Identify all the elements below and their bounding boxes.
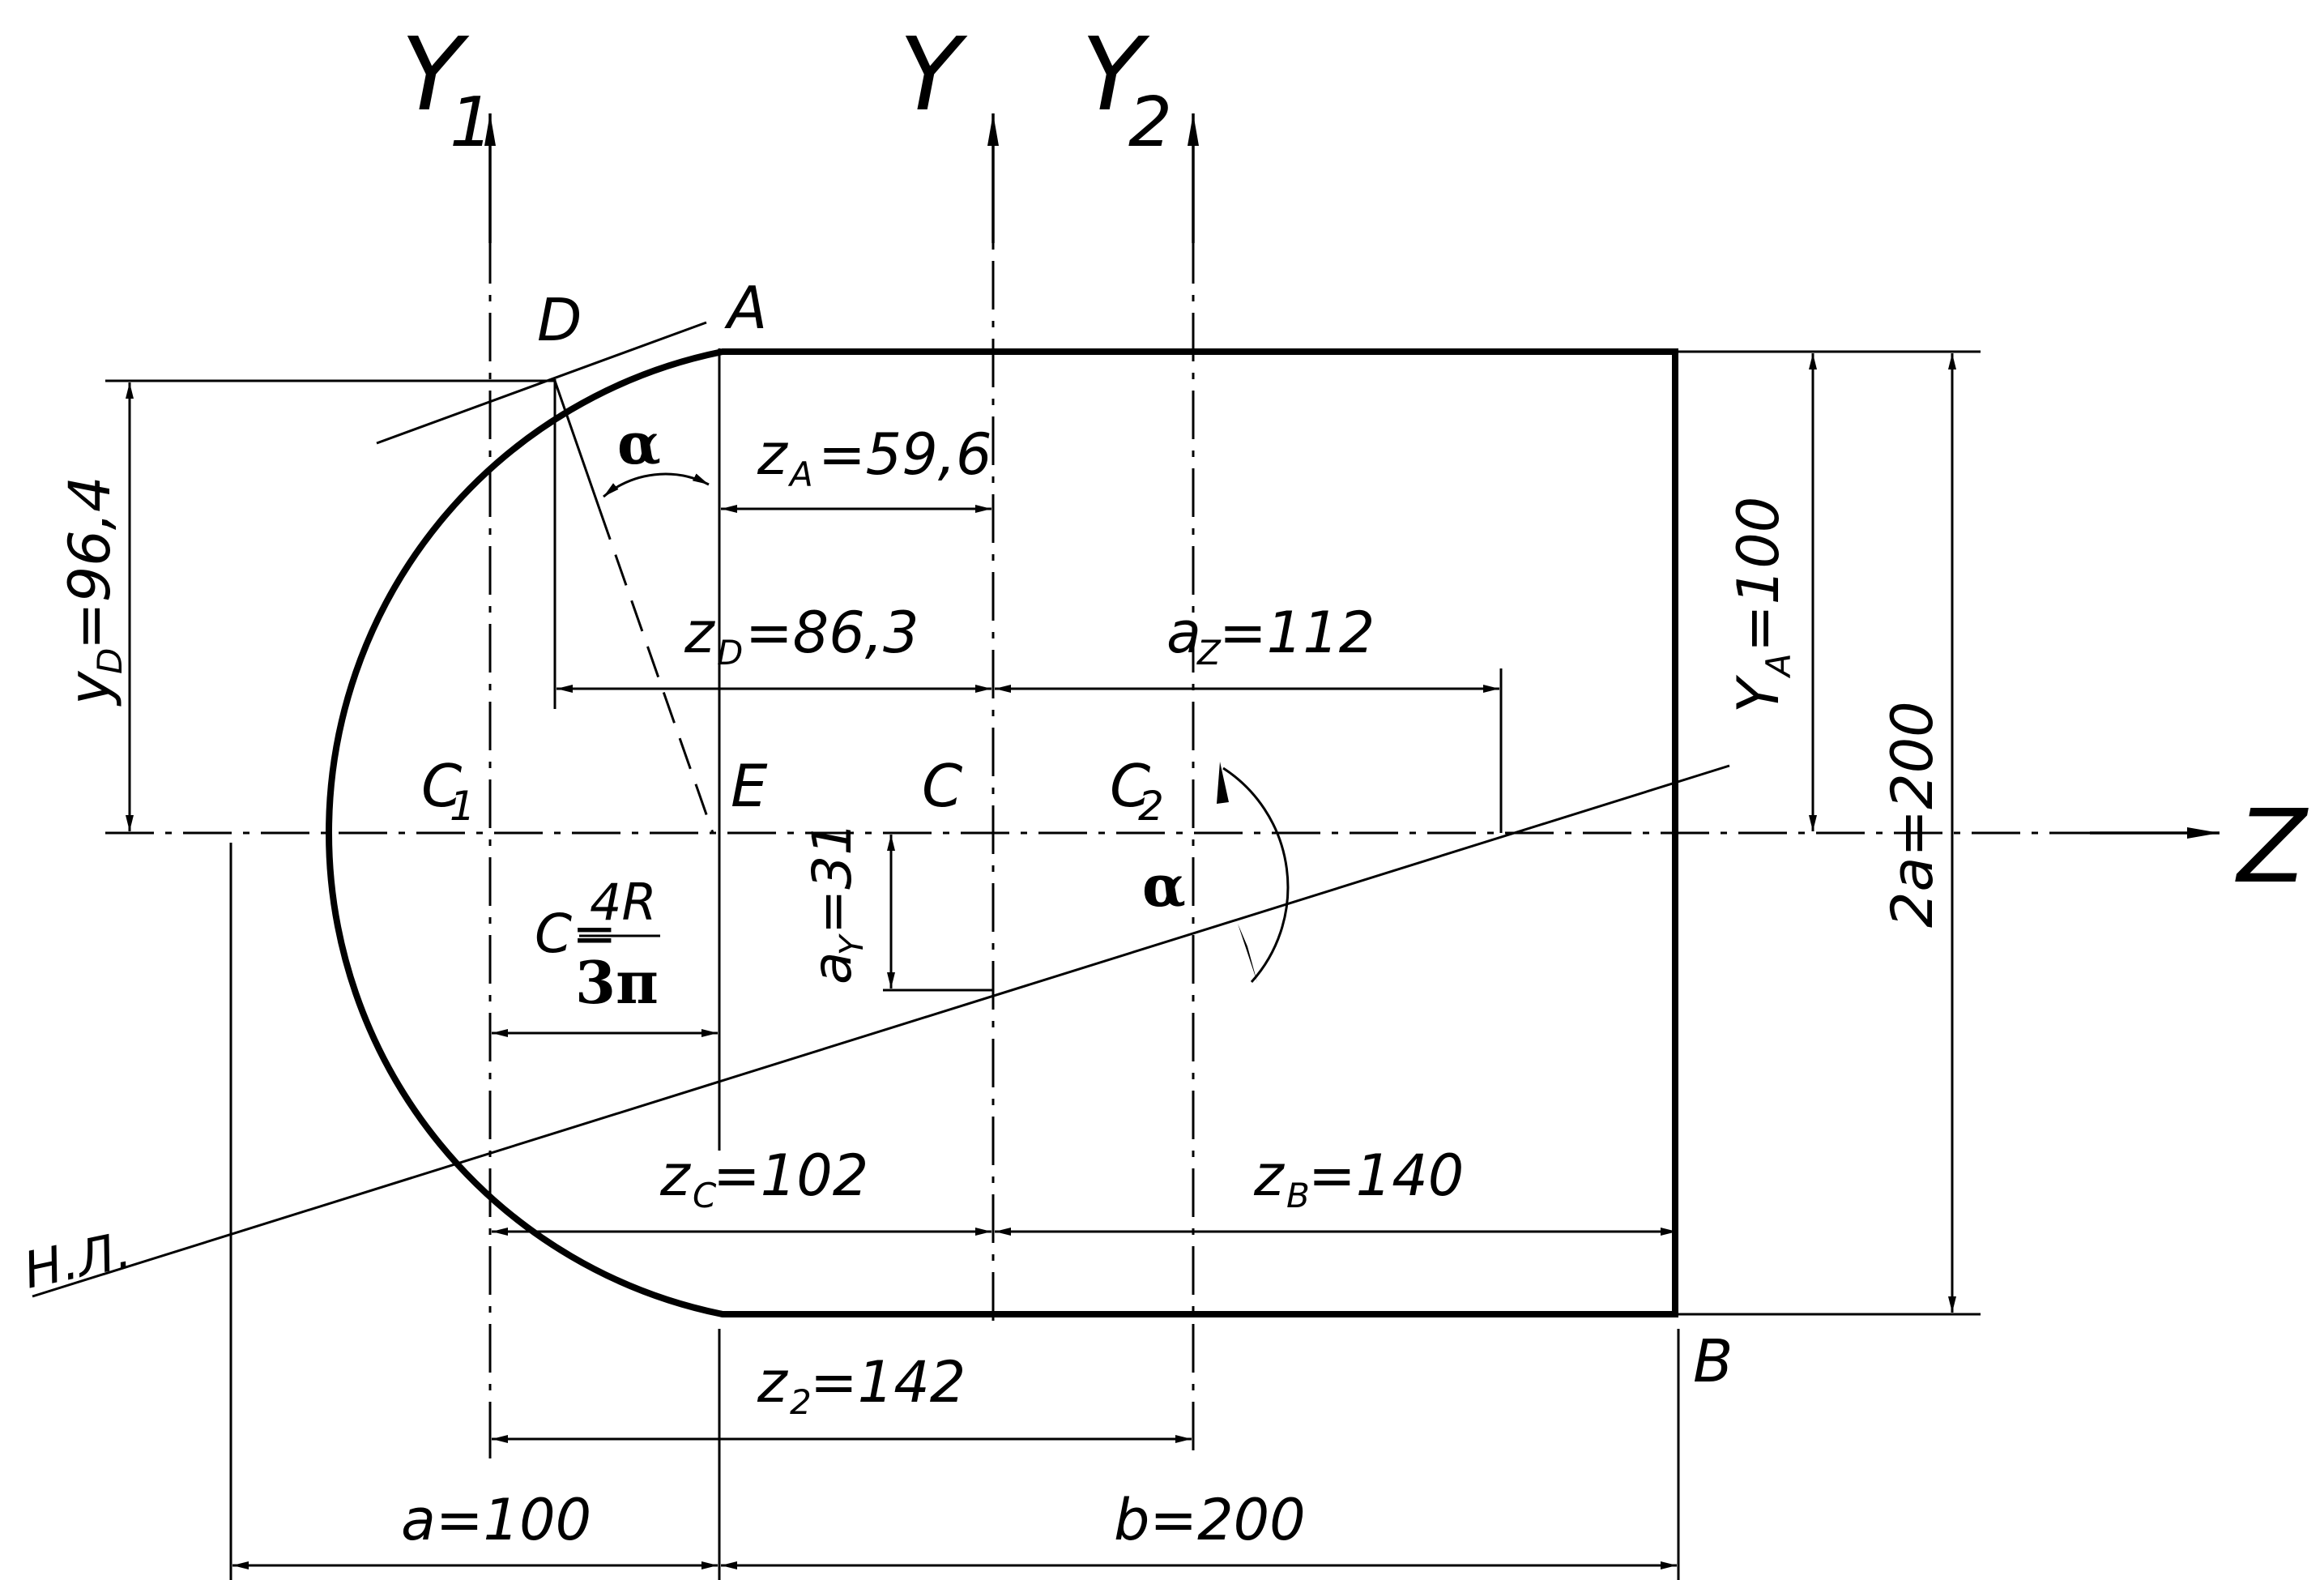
point-b-label: B — [1693, 1327, 1733, 1395]
svg-text:=102: =102 — [713, 1142, 868, 1209]
svg-text:3π: 3π — [575, 948, 659, 1017]
dim-lines — [126, 353, 1956, 1569]
dim-c-formula: C= 4R 3π — [535, 873, 659, 1017]
svg-text:D: D — [90, 648, 130, 674]
svg-text:=86,3: =86,3 — [745, 600, 919, 666]
alpha-lower: α — [1142, 852, 1186, 920]
svg-text:D: D — [717, 633, 743, 673]
svg-text:=31: =31 — [801, 822, 864, 934]
svg-text:a: a — [1166, 600, 1201, 666]
dim-ya-label: Y A =100 — [1725, 497, 1798, 713]
point-c2-sub: 2 — [1138, 783, 1164, 830]
axis-y1-label: Y — [401, 16, 470, 134]
svg-text:Y: Y — [1725, 674, 1792, 713]
section-outline — [326, 348, 1678, 1317]
alpha-arc — [1217, 762, 1290, 984]
dim-zc-label: z C =102 — [659, 1142, 868, 1215]
svg-text:4R: 4R — [590, 873, 657, 932]
svg-text:z: z — [684, 600, 716, 666]
dim-za-label: z A =59,6 — [757, 421, 992, 494]
point-c-label: C — [922, 752, 963, 820]
svg-text:C=: C= — [535, 903, 616, 965]
point-c1-sub: 1 — [450, 783, 475, 830]
axis-y2-label: Y — [1081, 16, 1150, 134]
alpha-upper: α — [617, 410, 661, 477]
svg-text:B: B — [1286, 1176, 1310, 1215]
svg-text:z: z — [659, 1142, 692, 1209]
svg-text:y: y — [57, 670, 123, 707]
point-c2-label: C — [1110, 752, 1151, 820]
svg-text:Y: Y — [834, 933, 871, 955]
dim-ay-label: a Y =31 — [801, 822, 871, 984]
svg-text:z: z — [1253, 1142, 1286, 1209]
neutral-line — [32, 764, 1730, 1298]
dim-zd-label: z D =86,3 — [684, 600, 919, 673]
axis-y1-sub: 1 — [450, 83, 493, 163]
svg-text:=140: =140 — [1308, 1142, 1464, 1209]
svg-text:Z: Z — [1196, 633, 1222, 673]
tangent-line — [376, 321, 707, 445]
axis-y-label: Y — [899, 16, 968, 134]
svg-text:=59,6: =59,6 — [818, 421, 992, 488]
dim-zb-label: z B =140 — [1253, 1142, 1464, 1215]
construction-lines — [105, 348, 1981, 1580]
axis-y2-sub: 2 — [1128, 83, 1172, 163]
svg-text:z: z — [757, 421, 789, 488]
svg-text:A: A — [1759, 653, 1798, 679]
svg-text:=142: =142 — [810, 1349, 966, 1416]
point-a-label: A — [724, 274, 767, 342]
dim-2a-label: 2a=200 — [1879, 701, 1946, 928]
svg-text:A: A — [787, 455, 813, 494]
svg-text:=112: =112 — [1219, 600, 1375, 666]
svg-text:=100: =100 — [1725, 497, 1792, 652]
svg-text:=96,4: =96,4 — [57, 476, 123, 650]
dim-az-label: a Z =112 — [1166, 600, 1375, 673]
radius-line — [553, 380, 714, 834]
neutral-line-label: Н.Л. — [19, 1220, 136, 1300]
dim-yd-label: y D =96,4 — [57, 476, 130, 707]
svg-text:C: C — [693, 1176, 717, 1215]
svg-text:2: 2 — [790, 1382, 812, 1422]
svg-text:a: a — [801, 952, 864, 984]
dim-z2-label: z 2 =142 — [757, 1349, 966, 1422]
point-d-label: D — [537, 286, 582, 354]
point-e-label: E — [731, 752, 768, 820]
axis-z-label: Z — [2235, 788, 2309, 906]
svg-text:z: z — [757, 1349, 789, 1416]
dim-b-label: b=200 — [1114, 1487, 1306, 1553]
point-c1-label: C — [421, 752, 463, 820]
dim-a-label: a=100 — [401, 1487, 591, 1553]
